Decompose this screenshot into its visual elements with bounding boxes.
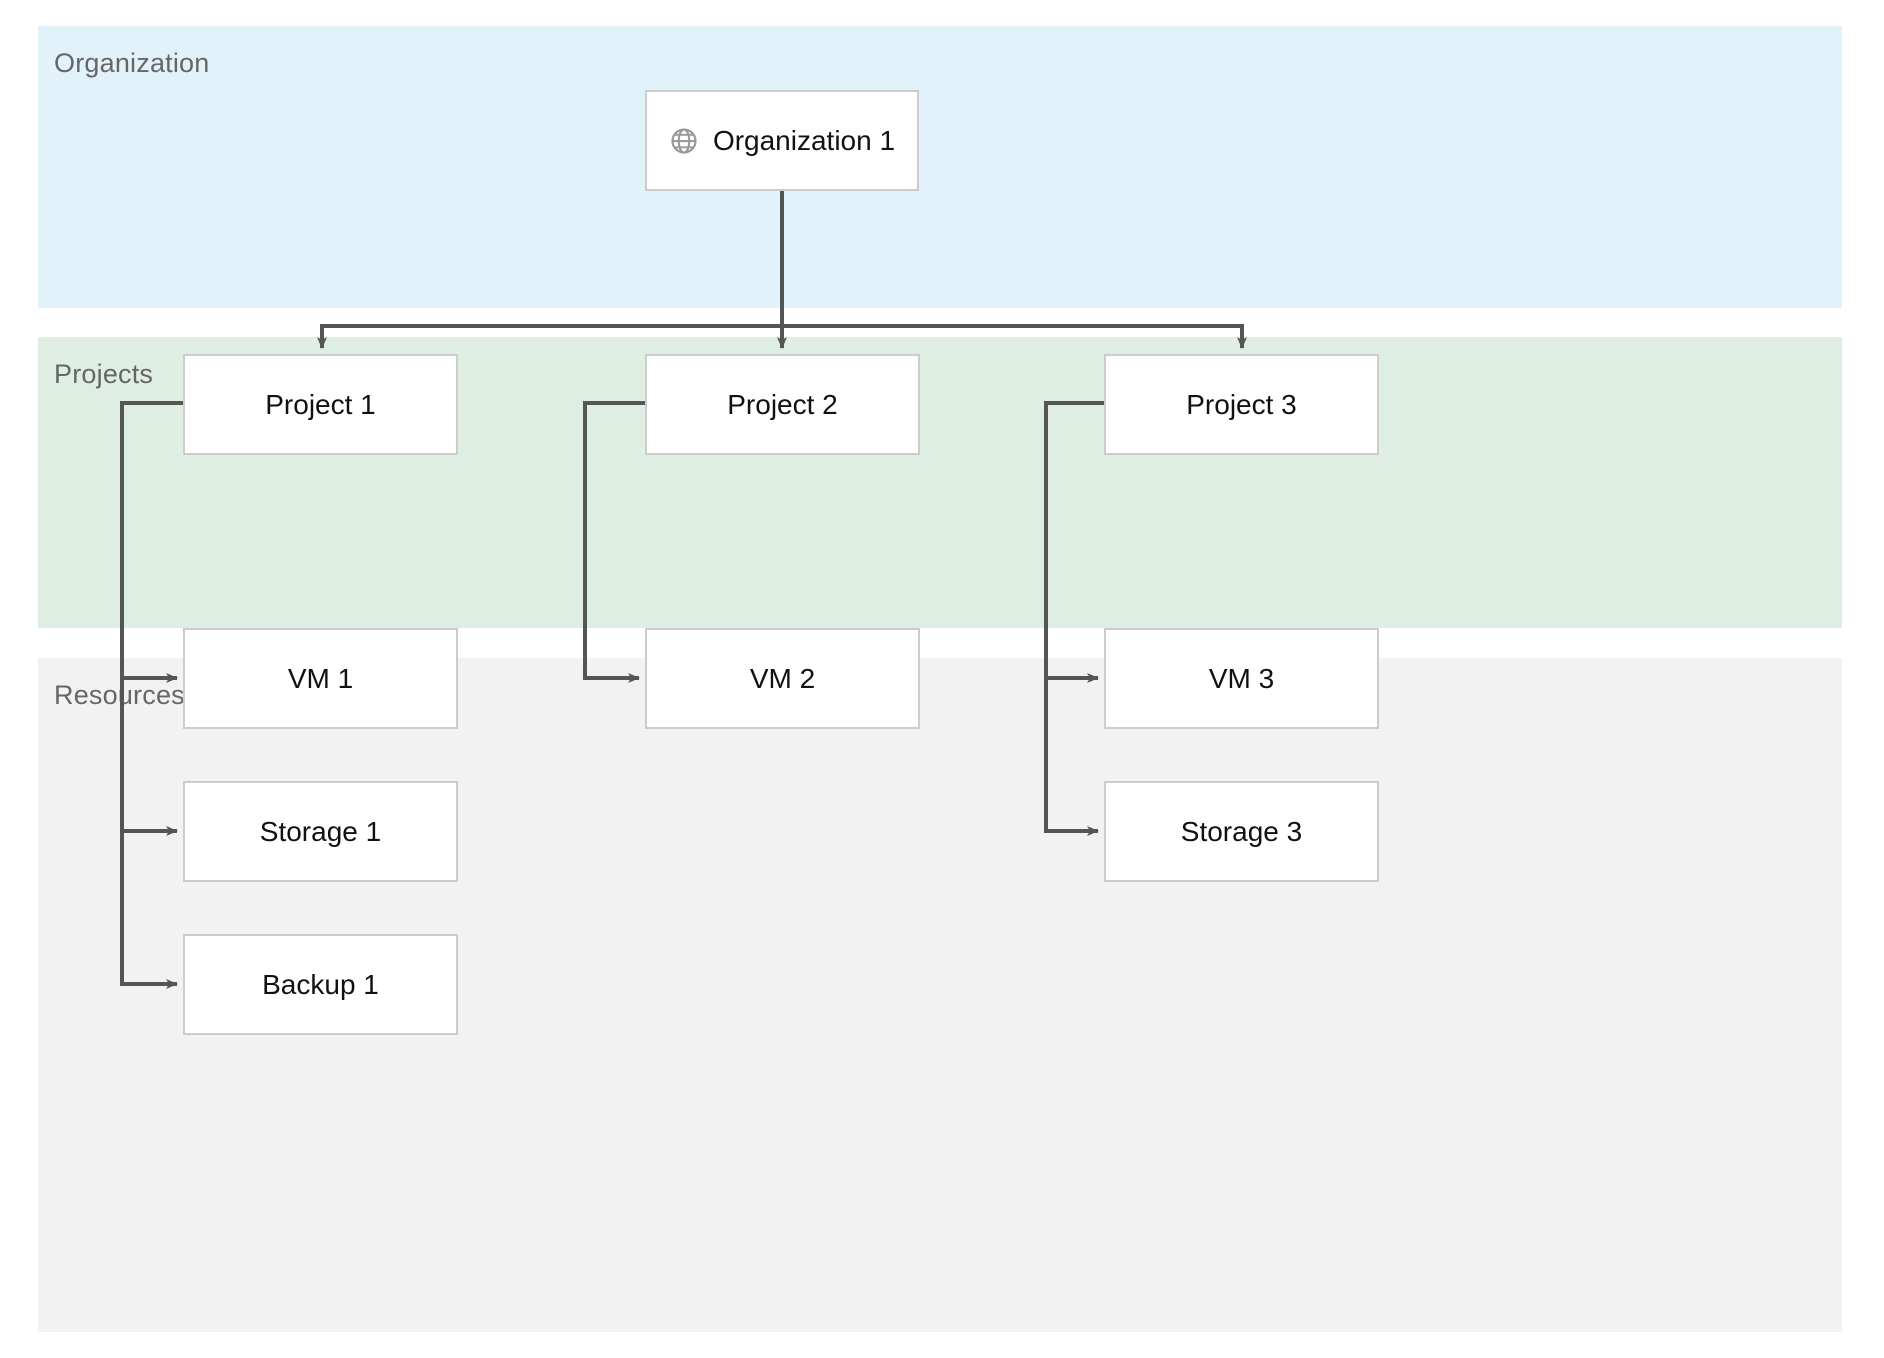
- node-backup-1[interactable]: Backup 1: [183, 934, 458, 1035]
- band-label-projects: Projects: [54, 359, 154, 389]
- node-project-3[interactable]: Project 3: [1104, 354, 1379, 455]
- node-organization-1[interactable]: Organization 1: [645, 90, 919, 191]
- band-organization: [38, 26, 1842, 308]
- band-label-organization: Organization: [54, 48, 210, 78]
- node-label-project-1: Project 1: [265, 388, 376, 420]
- node-label-storage-1: Storage 1: [259, 815, 382, 847]
- node-label-vm-1: VM 1: [287, 662, 354, 694]
- node-label-project-2: Project 2: [727, 388, 838, 420]
- node-label-vm-2: VM 2: [749, 662, 816, 694]
- node-label-backup-1: Backup 1: [262, 968, 379, 1000]
- node-label-storage-3: Storage 3: [1180, 815, 1303, 847]
- node-vm-1[interactable]: VM 1: [183, 628, 458, 729]
- node-project-1[interactable]: Project 1: [183, 354, 458, 455]
- node-storage-1[interactable]: Storage 1: [183, 781, 458, 882]
- node-label-organization-1: Organization 1: [712, 124, 896, 156]
- node-project-2[interactable]: Project 2: [645, 354, 920, 455]
- node-vm-2[interactable]: VM 2: [645, 628, 920, 729]
- node-vm-3[interactable]: VM 3: [1104, 628, 1379, 729]
- node-storage-3[interactable]: Storage 3: [1104, 781, 1379, 882]
- node-label-project-3: Project 3: [1186, 388, 1297, 420]
- band-label-resources: Resources: [54, 680, 185, 710]
- node-label-vm-3: VM 3: [1208, 662, 1275, 694]
- globe-icon: [669, 126, 699, 156]
